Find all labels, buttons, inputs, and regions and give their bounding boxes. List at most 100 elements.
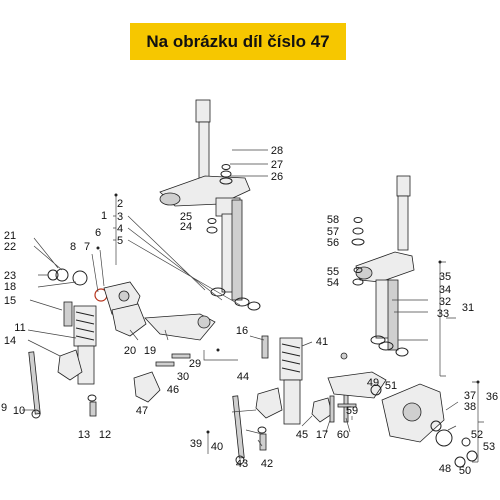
callout-label: 21 — [4, 230, 16, 242]
left-column-shaft — [198, 121, 210, 181]
callout-label: 27 — [271, 159, 283, 171]
washer-43 — [257, 426, 267, 434]
ring-57 — [352, 227, 364, 235]
callout-label: 11 — [14, 322, 25, 334]
callout-label: 1 — [101, 210, 107, 222]
washer-13 — [87, 394, 97, 402]
hub-bearing — [402, 402, 422, 422]
seal-48 — [435, 429, 453, 447]
callout-label: 43 — [236, 458, 248, 470]
ring-54 — [352, 278, 364, 286]
callout-label: 38 — [464, 401, 476, 413]
callout-label: 18 — [4, 281, 16, 293]
ring-55 — [353, 267, 363, 273]
seal-18 — [72, 270, 88, 286]
callout-label: 56 — [327, 237, 339, 249]
callout-label: 2 — [117, 198, 123, 210]
axle-39 — [232, 395, 245, 459]
left-suspension-assembly — [28, 268, 216, 419]
seal-ring-34 — [395, 347, 409, 357]
callout-label: 52 — [471, 429, 483, 441]
callout-label: 44 — [237, 371, 249, 383]
callout-label: 25 — [180, 211, 192, 223]
callout-label: 12 — [99, 429, 111, 441]
left-fork-slider — [231, 199, 243, 301]
right-column-top-tube — [396, 175, 411, 197]
callout-label: 42 — [261, 458, 273, 470]
bolt-30 — [155, 361, 175, 367]
washer-53 — [466, 450, 478, 462]
callout-label: 36 — [486, 391, 498, 403]
callout-label: 53 — [483, 441, 495, 453]
callout-labels: 28 27 26 25 24 1 2 3 4 5 6 8 7 21 22 23 … — [1, 145, 498, 477]
ring-28 — [221, 164, 231, 170]
axle-9 — [28, 351, 41, 415]
callout-label: 39 — [190, 438, 202, 450]
bracket-45 — [311, 397, 333, 423]
right-column-shaft — [397, 195, 409, 251]
ring-58 — [353, 217, 363, 223]
callout-label: 59 — [346, 405, 358, 417]
pin-17 — [329, 395, 335, 423]
shock-spring-coils — [75, 311, 95, 341]
callout-label: 49 — [367, 377, 379, 389]
callout-label: 51 — [385, 380, 397, 392]
callout-label: 37 — [464, 390, 476, 402]
ring-25 — [207, 218, 217, 224]
callout-label: 46 — [167, 384, 179, 396]
seal-ring-32 — [370, 335, 386, 345]
callout-label: 5 — [117, 235, 123, 247]
callout-label: 13 — [78, 429, 90, 441]
washer-52 — [461, 437, 471, 447]
right-fork-slider — [387, 279, 399, 351]
washer-23b — [55, 268, 69, 282]
callout-label: 32 — [439, 296, 451, 308]
pin-59 — [337, 403, 357, 408]
caliper-mount — [57, 349, 83, 381]
callout-label: 41 — [316, 336, 328, 348]
callout-label: 35 — [439, 271, 451, 283]
caliper-44 — [255, 387, 283, 419]
callout-label: 40 — [211, 441, 223, 453]
callout-label: 34 — [439, 284, 451, 296]
callout-label: 23 — [4, 270, 16, 282]
center-suspension-assembly — [232, 335, 357, 465]
bolt-12 — [89, 401, 97, 417]
callout-label: 30 — [177, 371, 189, 383]
ring-27 — [220, 170, 232, 178]
callout-label: 28 — [271, 145, 283, 157]
callout-label: 20 — [124, 345, 136, 357]
part-number-banner: Na obrázku díl číslo 47 — [130, 23, 346, 60]
callout-label: 54 — [327, 277, 339, 289]
callout-label: 45 — [296, 429, 308, 441]
ring-50 — [454, 456, 466, 468]
callout-label: 26 — [271, 171, 283, 183]
link-20 — [111, 303, 147, 337]
left-steering-column — [159, 99, 261, 311]
callout-label: 57 — [327, 226, 339, 238]
right-steering-column — [327, 175, 478, 468]
callout-label: 9 — [1, 402, 7, 414]
bolt-42 — [259, 433, 267, 451]
axle-nut-40 — [235, 455, 245, 465]
callout-label: 50 — [459, 465, 471, 477]
axle-nut-10 — [31, 409, 41, 419]
ring-24 — [206, 226, 218, 234]
leader-lines — [22, 149, 484, 463]
callout-label: 24 — [180, 221, 192, 233]
callout-label: 19 — [144, 345, 156, 357]
ring-38 — [430, 420, 442, 432]
ring-56 — [351, 238, 365, 246]
callout-label: 17 — [316, 429, 328, 441]
swing-arm-pivot — [197, 315, 211, 329]
callout-label: 6 — [95, 227, 101, 239]
swing-arm-2 — [144, 313, 216, 341]
bracket-markers — [96, 193, 480, 434]
pin-head — [340, 352, 348, 360]
callout-label: 29 — [189, 358, 201, 370]
callout-label: 60 — [337, 429, 349, 441]
callout-label: 47 — [136, 405, 148, 417]
callout-label: 55 — [327, 266, 339, 278]
bolt-16 — [261, 335, 269, 359]
callout-label: 31 — [462, 302, 474, 314]
